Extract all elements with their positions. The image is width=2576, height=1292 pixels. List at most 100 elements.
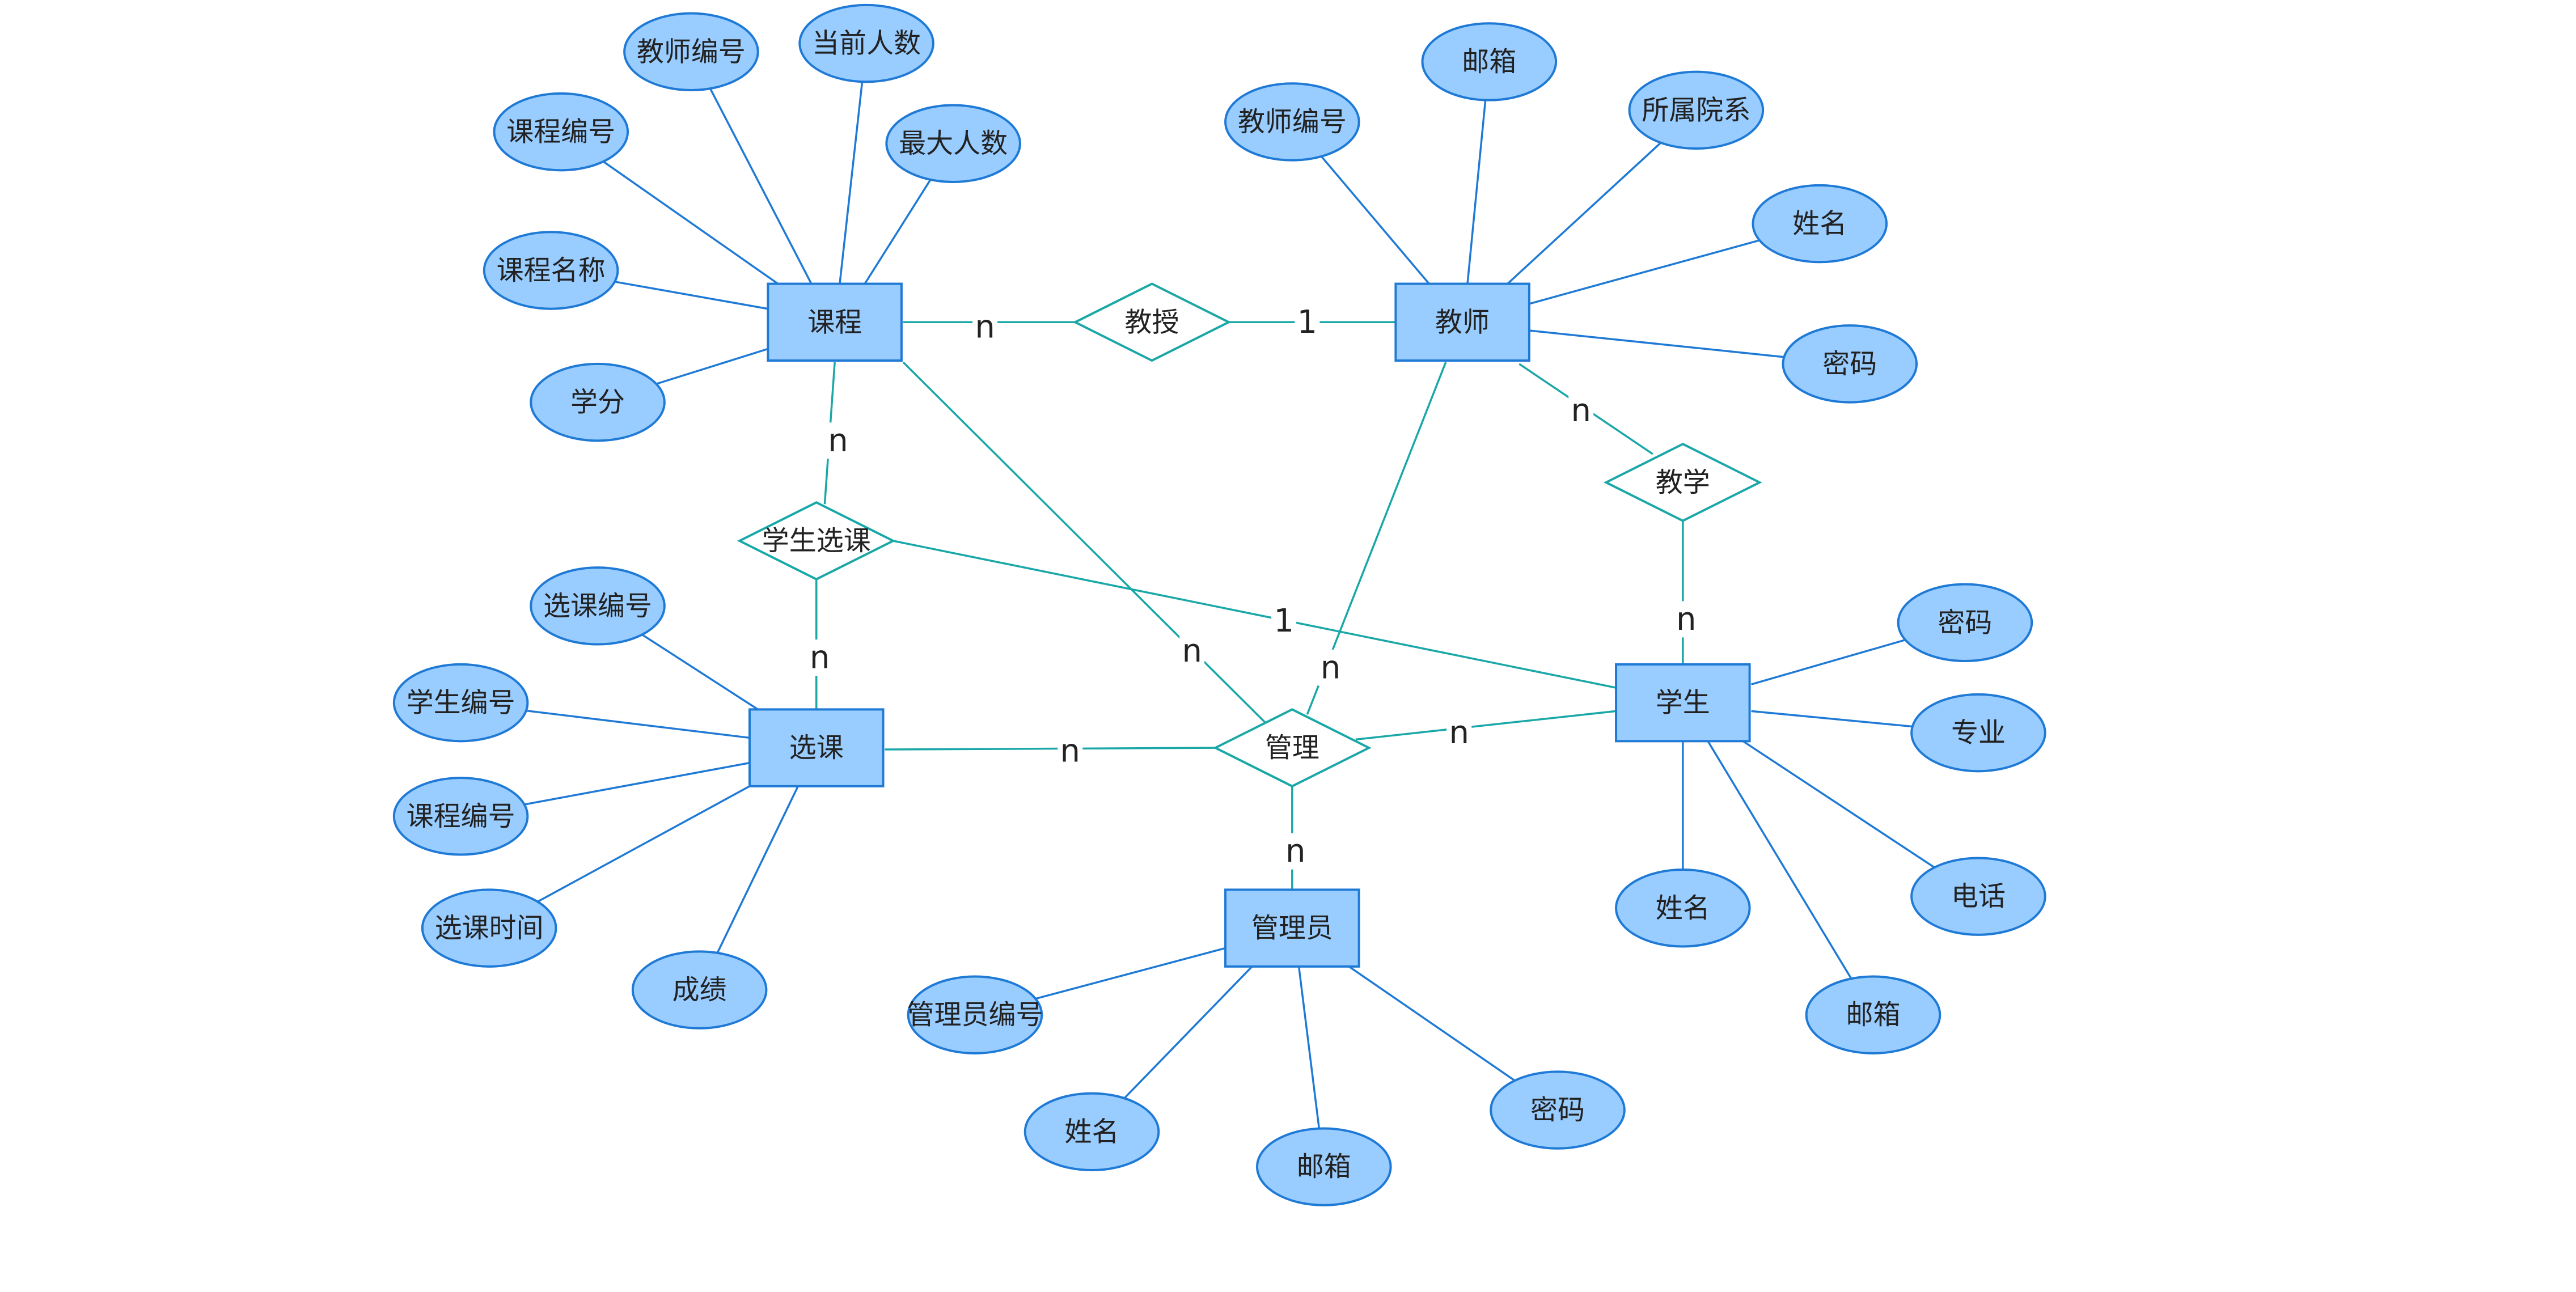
attribute-e_cid: 课程编号 — [392, 777, 529, 856]
attribute-t_pwd: 密码 — [1782, 324, 1918, 404]
attribute-ellipse — [1615, 869, 1751, 948]
attribute-ellipse — [1421, 22, 1558, 101]
cardinality-bg-select_course — [826, 422, 851, 459]
cardinality-label-select_course: n — [828, 422, 848, 459]
relation-line-manage_enroll — [885, 747, 1216, 751]
cardinality-label-manage_student: n — [1449, 714, 1470, 751]
attribute-label: 当前人数 — [812, 28, 921, 60]
attribute-label: 课程名称 — [497, 255, 606, 286]
entity-box — [748, 708, 885, 787]
relationship-label: 教授 — [1125, 306, 1179, 338]
cardinality-bg-manage_admin — [1283, 833, 1308, 870]
attribute-label: 专业 — [1951, 717, 2006, 749]
attribute-ellipse — [907, 975, 1043, 1054]
entity-box — [1394, 282, 1530, 362]
entity-course: 课程 — [767, 282, 903, 362]
shape-layer: 教师编号当前人数课程编号最大人数课程名称学分邮箱教师编号所属院系姓名密码选课编号… — [392, 3, 2046, 1206]
relationship-label: 管理 — [1265, 732, 1319, 764]
cardinality-label-teach_course: n — [975, 309, 995, 346]
attribute-ellipse — [1628, 70, 1765, 150]
attribute-label: 密码 — [1938, 607, 1992, 638]
attribute-ellipse — [483, 231, 619, 310]
attribute-ellipse — [885, 104, 1021, 183]
attribute-label: 密码 — [1530, 1094, 1585, 1126]
attribute-t_tid: 教师编号 — [1224, 82, 1360, 162]
cardinality-bg-manage_enroll — [1058, 733, 1083, 769]
cardinality-bg-teaching_student — [1673, 601, 1699, 638]
attribute-ellipse — [1256, 1127, 1392, 1206]
attribute-c_credit: 学分 — [530, 362, 666, 442]
attribute-c_max: 最大人数 — [885, 104, 1021, 183]
attribute-label: 所属院系 — [1642, 94, 1750, 126]
cardinality-bg-select_enroll — [807, 639, 832, 676]
attribute-ellipse — [392, 777, 529, 856]
cardinality-bg-manage_course — [1179, 633, 1205, 670]
attribute-s_name: 姓名 — [1615, 869, 1751, 948]
attribute-ellipse — [1023, 1092, 1160, 1172]
attribute-ellipse — [1910, 693, 2046, 773]
attribute-label: 邮箱 — [1297, 1151, 1351, 1183]
attribute-a_aid: 管理员编号 — [907, 975, 1043, 1054]
attribute-label: 学分 — [570, 387, 625, 418]
relationship-diamond — [737, 501, 896, 581]
cardinality-label-select_student: 1 — [1274, 603, 1294, 639]
relationship-select: 学生选课 — [737, 501, 896, 581]
attribute-label: 选课编号 — [543, 590, 652, 622]
relationship-teach: 教授 — [1072, 282, 1232, 362]
attribute-line-s_email — [1707, 740, 1874, 1016]
entity-admin: 管理员 — [1224, 888, 1360, 968]
attribute-t_dept: 所属院系 — [1628, 70, 1765, 150]
cardinality-label-teaching_teacher: n — [1571, 392, 1591, 429]
attribute-label: 管理员编号 — [907, 999, 1043, 1031]
relationship-manage: 管理 — [1212, 708, 1372, 788]
attribute-ellipse — [1897, 583, 2033, 663]
entity-label: 课程 — [807, 306, 862, 338]
attribute-label: 课程编号 — [506, 116, 615, 148]
cardinality-bg-teach_course — [972, 309, 998, 346]
attribute-label: 姓名 — [1656, 892, 1710, 924]
cardinality-bg-teach_teacher — [1295, 304, 1320, 341]
entity-box — [767, 282, 903, 362]
cardinality-label-manage_admin: n — [1285, 833, 1306, 870]
relation-line-manage_student — [1355, 710, 1617, 741]
attribute-label: 教师编号 — [1238, 106, 1347, 138]
attribute-a_email: 邮箱 — [1256, 1127, 1392, 1206]
entity-student: 学生 — [1615, 663, 1751, 743]
attribute-ellipse — [1910, 857, 2046, 936]
attribute-s_pwd: 密码 — [1897, 583, 2033, 663]
cardinality-bg-select_student — [1271, 603, 1297, 639]
attribute-ellipse — [623, 12, 759, 91]
attribute-label: 姓名 — [1792, 208, 1847, 240]
attribute-ellipse — [1782, 324, 1918, 404]
attribute-label: 邮箱 — [1846, 999, 1900, 1031]
attribute-ellipse — [530, 566, 666, 646]
relationship-diamond — [1603, 442, 1762, 522]
cardinality-label-teach_teacher: 1 — [1297, 304, 1318, 341]
attribute-e_eid: 选课编号 — [530, 566, 666, 646]
cardinality-label-manage_enroll: n — [1060, 733, 1081, 770]
attribute-label: 邮箱 — [1462, 46, 1516, 78]
attribute-c_tid: 教师编号 — [623, 12, 759, 91]
cardinality-label-select_enroll: n — [810, 639, 830, 676]
attribute-label: 姓名 — [1065, 1116, 1119, 1147]
attribute-ellipse — [1224, 82, 1360, 162]
attribute-label: 学生编号 — [407, 687, 515, 719]
cardinality-label-manage_course: n — [1182, 633, 1202, 670]
attribute-a_name: 姓名 — [1023, 1092, 1160, 1172]
attribute-t_name: 姓名 — [1752, 184, 1888, 264]
attribute-s_major: 专业 — [1910, 693, 2046, 773]
cardinality-bg-manage_teacher — [1318, 649, 1343, 686]
attribute-ellipse — [493, 92, 629, 172]
cardinality-bg-teaching_teacher — [1568, 392, 1594, 429]
relation-line-manage_course — [902, 361, 1266, 724]
entity-label: 教师 — [1435, 306, 1490, 338]
attribute-c_cid: 课程编号 — [493, 92, 629, 172]
entity-enroll: 选课 — [748, 708, 885, 787]
attribute-e_score: 成绩 — [631, 950, 768, 1030]
attribute-c_name: 课程名称 — [483, 231, 619, 310]
attribute-ellipse — [798, 3, 934, 83]
entity-label: 选课 — [789, 732, 844, 764]
attribute-line-c_tid — [690, 51, 813, 285]
